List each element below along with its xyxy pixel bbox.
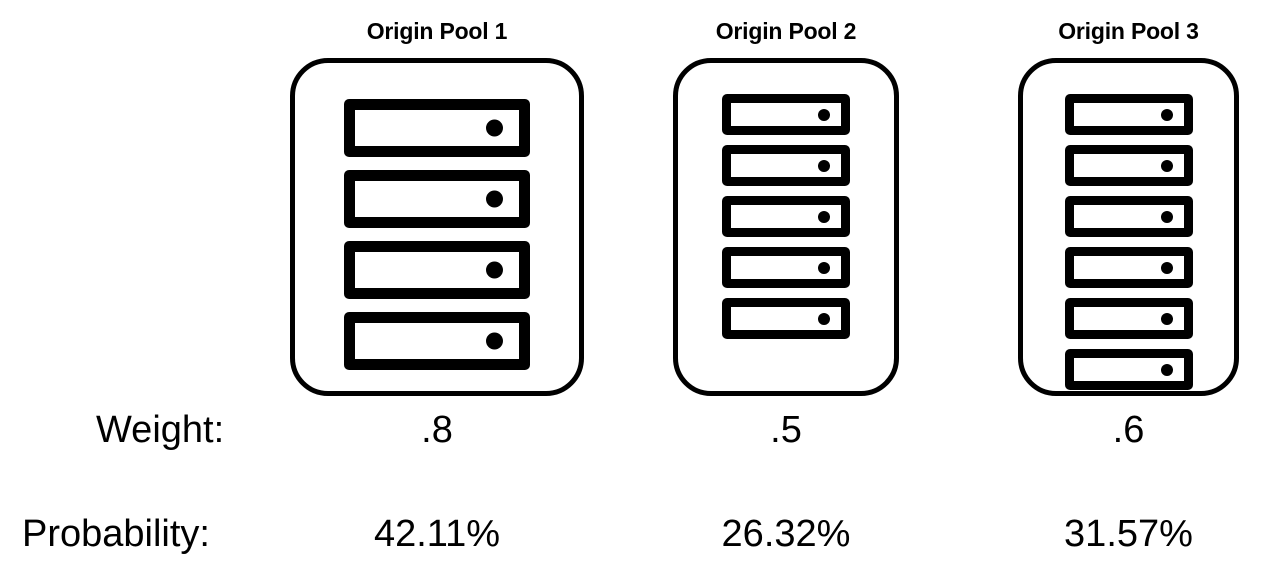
server-rack-unit-icon bbox=[722, 298, 850, 339]
server-rack-unit-icon bbox=[1064, 145, 1193, 186]
server-led-icon bbox=[1160, 210, 1173, 223]
server-led-icon bbox=[1160, 159, 1173, 172]
probability-value-pool-2: 26.32% bbox=[721, 513, 851, 555]
server-rack-unit-icon bbox=[1064, 298, 1193, 339]
server-rack-unit-icon bbox=[1064, 349, 1193, 390]
server-rack-unit-icon bbox=[344, 99, 530, 157]
server-led-icon bbox=[1160, 363, 1173, 376]
pool-title-2: Origin Pool 2 bbox=[715, 18, 857, 44]
pool-title-1: Origin Pool 1 bbox=[366, 18, 508, 44]
server-led-icon bbox=[486, 190, 503, 208]
server-led-icon bbox=[1160, 261, 1173, 274]
server-led-icon bbox=[486, 119, 503, 137]
server-led-icon bbox=[818, 312, 830, 325]
server-rack-unit-icon bbox=[1064, 247, 1193, 288]
server-rack-unit-icon bbox=[722, 145, 850, 186]
pool-title-3: Origin Pool 3 bbox=[1058, 18, 1199, 44]
server-led-icon bbox=[486, 332, 503, 350]
weight-value-pool-3: .6 bbox=[1112, 409, 1145, 451]
server-led-icon bbox=[818, 210, 830, 223]
server-led-icon bbox=[1160, 108, 1173, 121]
server-rack-unit-icon bbox=[1064, 196, 1193, 237]
server-rack-unit-icon bbox=[722, 94, 850, 135]
weight-value-pool-2: .5 bbox=[770, 409, 802, 451]
weight-row-label: Weight: bbox=[96, 409, 225, 451]
server-rack-unit-icon bbox=[344, 312, 530, 370]
weight-value-pool-1: .8 bbox=[421, 409, 453, 451]
server-led-icon bbox=[818, 108, 830, 121]
server-led-icon bbox=[818, 159, 830, 172]
probability-value-pool-1: 42.11% bbox=[373, 513, 501, 555]
server-rack-unit-icon bbox=[344, 170, 530, 228]
server-led-icon bbox=[486, 261, 503, 279]
origin-pool-2-container[interactable] bbox=[673, 58, 899, 396]
server-rack-unit-icon bbox=[722, 196, 850, 237]
server-rack-unit-icon bbox=[722, 247, 850, 288]
probability-value-pool-3: 31.57% bbox=[1064, 513, 1193, 555]
server-rack-unit-icon bbox=[344, 241, 530, 299]
origin-pool-1-container[interactable] bbox=[290, 58, 584, 396]
probability-row-label: Probability: bbox=[22, 513, 210, 555]
server-rack-unit-icon bbox=[1064, 94, 1193, 135]
origin-pool-3-container[interactable] bbox=[1018, 58, 1239, 396]
server-led-icon bbox=[818, 261, 830, 274]
server-led-icon bbox=[1160, 312, 1173, 325]
